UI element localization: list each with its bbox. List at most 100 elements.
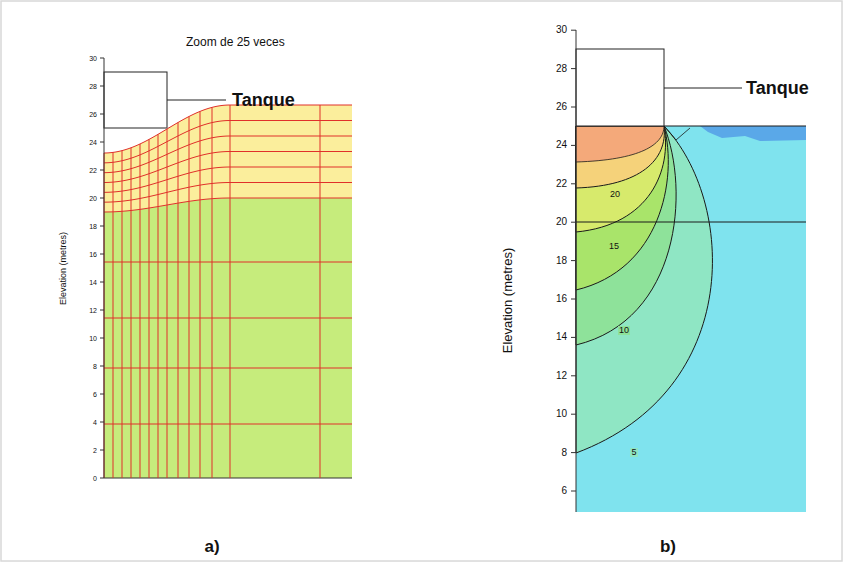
mesh-line [104, 424, 352, 425]
contour-region [576, 126, 676, 345]
axis-tick [571, 145, 576, 146]
tick-label: 14 [556, 332, 567, 342]
elevation-axis [100, 58, 104, 478]
axis-tick [100, 450, 104, 451]
leader-line [167, 100, 226, 101]
mesh-line [212, 107, 213, 478]
low-stress-region [576, 126, 806, 512]
tick-label: 8 [93, 363, 97, 370]
axis-tick [100, 282, 104, 283]
axis-title: Elevation (metres) [60, 231, 69, 304]
axis-tick [100, 170, 104, 171]
tick-label: 16 [89, 251, 97, 258]
tick-label: 26 [89, 111, 97, 118]
mesh-line [149, 139, 150, 478]
mesh-line [104, 318, 352, 319]
axis-tick [571, 222, 576, 223]
axis-title: Elevation (metres) [501, 247, 514, 352]
leader-line [664, 88, 742, 89]
tick-label: 6 [561, 486, 567, 496]
tick-label: 28 [89, 83, 97, 90]
axis-tick [100, 478, 104, 479]
mesh-panel [100, 58, 352, 478]
axis-tick [100, 142, 104, 143]
contour-value: 5 [630, 448, 637, 457]
mesh-line [158, 134, 159, 478]
contour-region [576, 126, 666, 232]
zoom-note: Zoom de 25 veces [186, 36, 285, 48]
contour-line [664, 126, 690, 140]
tick-label: 18 [556, 256, 567, 266]
mesh-line [167, 129, 168, 478]
axis-tick [100, 226, 104, 227]
mesh-line [104, 262, 352, 263]
mesh-line [230, 105, 231, 478]
contour-region [576, 126, 664, 188]
axis-tick [571, 337, 576, 338]
mesh-line [131, 148, 132, 478]
contour-region [576, 126, 668, 290]
axis-tick [100, 58, 104, 59]
mesh-line [104, 198, 352, 212]
tick-label: 24 [556, 140, 567, 150]
tick-label: 30 [556, 25, 567, 35]
tank-label: Tanque [232, 91, 295, 109]
axis-tick [571, 30, 576, 31]
tick-label: 10 [89, 335, 97, 342]
axis-tick [100, 254, 104, 255]
tick-label: 28 [556, 64, 567, 74]
tick-label: 30 [89, 55, 97, 62]
mesh-line [189, 116, 190, 478]
axis-tick [571, 375, 576, 376]
axis-tick [100, 338, 104, 339]
panel-label: a) [204, 538, 219, 555]
tick-label: 24 [89, 139, 97, 146]
negative-region [700, 126, 806, 141]
contour-region [576, 126, 712, 453]
finite-element-mesh [104, 105, 352, 478]
contour-region [576, 126, 664, 162]
tick-label: 4 [93, 419, 97, 426]
contour-value: 20 [609, 190, 621, 199]
tick-label: 18 [89, 223, 97, 230]
mesh-line [178, 122, 179, 478]
axis-tick [100, 114, 104, 115]
axis-line [104, 58, 105, 478]
tick-label: 16 [556, 294, 567, 304]
tick-label: 6 [93, 391, 97, 398]
mesh-line [113, 152, 114, 478]
axis-tick [571, 260, 576, 261]
axis-tick [571, 491, 576, 492]
tick-label: 10 [556, 409, 567, 419]
axis-tick [571, 414, 576, 415]
axis-tick [100, 310, 104, 311]
axis-line [576, 30, 577, 512]
mesh-line [104, 121, 352, 163]
mesh-line [122, 151, 123, 478]
axis-tick [571, 107, 576, 108]
tick-label: 12 [89, 307, 97, 314]
panel-label: b) [660, 538, 676, 555]
tick-label: 8 [561, 448, 567, 458]
layer-boundary [576, 222, 806, 223]
axis-tick [100, 86, 104, 87]
mesh-line [200, 111, 201, 478]
tick-label: 14 [89, 279, 97, 286]
tick-label: 20 [556, 217, 567, 227]
tick-label: 26 [556, 102, 567, 112]
tick-label: 22 [89, 167, 97, 174]
mesh-line [104, 183, 352, 203]
axis-tick [100, 198, 104, 199]
axis-tick [100, 366, 104, 367]
mesh-line [104, 368, 352, 369]
tank-label: Tanque [746, 79, 809, 97]
lower-soil-layer [104, 198, 352, 478]
contour-panel [571, 30, 806, 512]
elevation-axis [571, 30, 576, 512]
axis-tick [571, 299, 576, 300]
axis-tick [571, 452, 576, 453]
mesh-line [104, 167, 352, 192]
